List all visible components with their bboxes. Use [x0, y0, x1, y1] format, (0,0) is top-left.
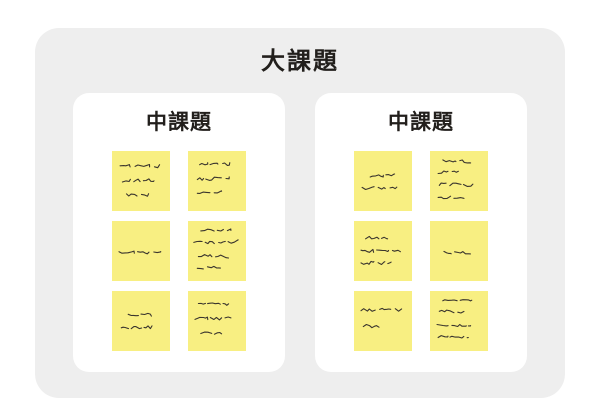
scribble-stroke	[120, 312, 153, 330]
handwriting-scribble	[194, 302, 232, 335]
scribble-stroke	[119, 163, 161, 197]
scribble-stroke	[360, 235, 401, 266]
sticky-note	[112, 221, 170, 281]
sticky-note	[112, 151, 170, 211]
mid-topic-title: 中課題	[146, 111, 212, 134]
handwriting-scribble	[360, 307, 403, 329]
scribble-stroke	[118, 250, 162, 255]
scribble-stroke	[437, 159, 474, 200]
scribble-stroke	[436, 299, 473, 339]
handwriting-scribble	[119, 163, 161, 197]
sticky-note	[188, 291, 246, 351]
handwriting-scribble	[443, 250, 471, 255]
sticky-note	[430, 151, 488, 211]
sticky-note	[430, 221, 488, 281]
scribble-stroke	[361, 173, 398, 191]
scribble-stroke	[443, 250, 471, 255]
handwriting-scribble	[437, 159, 474, 200]
scribble-stroke	[360, 307, 403, 329]
handwriting-scribble	[360, 235, 401, 266]
mid-topic-title: 中課題	[388, 111, 454, 134]
handwriting-scribble	[361, 173, 398, 191]
sticky-note	[112, 291, 170, 351]
scribble-stroke	[193, 228, 239, 270]
big-topic-board: 大課題 中課題 中課題	[35, 28, 565, 398]
handwriting-scribble	[120, 312, 153, 330]
sticky-note	[188, 221, 246, 281]
sticky-notes-grid	[315, 151, 527, 351]
groups-row: 中課題 中課題	[35, 93, 565, 372]
sticky-note	[354, 291, 412, 351]
mid-topic-group: 中課題	[73, 93, 285, 372]
sticky-note	[354, 151, 412, 211]
scribble-stroke	[194, 302, 232, 335]
sticky-note	[354, 221, 412, 281]
handwriting-scribble	[196, 162, 231, 194]
mid-topic-group: 中課題	[315, 93, 527, 372]
handwriting-scribble	[193, 228, 239, 270]
handwriting-scribble	[118, 250, 162, 255]
scribble-stroke	[196, 162, 231, 194]
big-topic-title: 大課題	[261, 48, 339, 75]
sticky-note	[188, 151, 246, 211]
sticky-notes-grid	[73, 151, 285, 351]
sticky-note	[430, 291, 488, 351]
handwriting-scribble	[436, 299, 473, 339]
